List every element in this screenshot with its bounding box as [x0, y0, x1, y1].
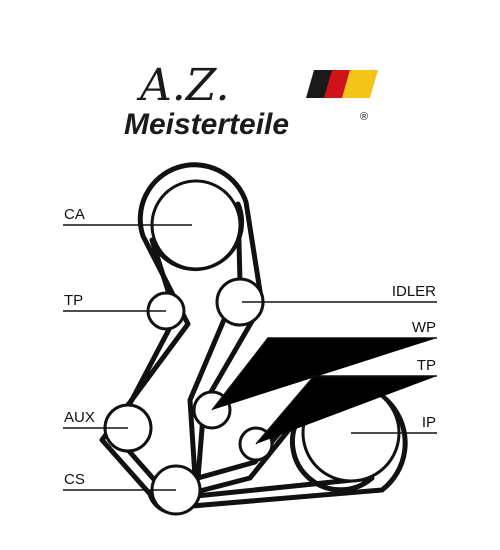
leader-lines	[63, 224, 437, 491]
label-wp: WP	[412, 319, 436, 336]
brand-logo: A.Z. Meisterteile ®	[124, 60, 378, 141]
label-cs: CS	[64, 471, 85, 488]
logo-initials: A.Z.	[136, 60, 230, 111]
leader-wp	[211, 337, 437, 411]
label-aux: AUX	[64, 409, 95, 426]
logo-brand-name: Meisterteile	[124, 108, 289, 141]
flag-stripes-icon	[306, 70, 378, 98]
label-idler: IDLER	[392, 283, 436, 300]
label-ip: IP	[422, 414, 436, 431]
label-tp-right: TP	[417, 357, 436, 374]
label-tp-left: TP	[64, 292, 83, 309]
label-ca: CA	[64, 206, 85, 223]
leader-tp-right	[255, 375, 437, 445]
flag-gold-stripe	[342, 70, 378, 98]
pulleys	[103, 179, 401, 516]
component-labels: CA TP IDLER WP TP AUX IP CS	[64, 206, 436, 488]
registered-mark: ®	[360, 111, 368, 123]
